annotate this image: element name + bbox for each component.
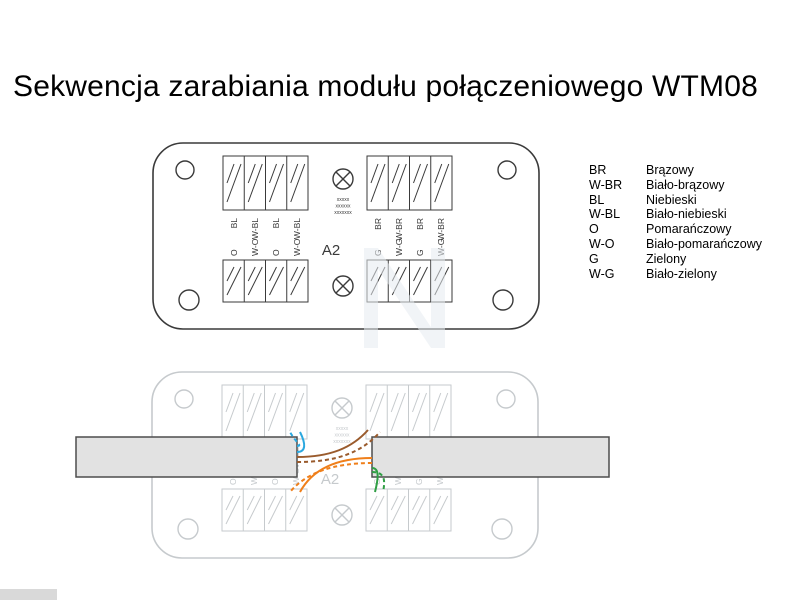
wire-pair-brown	[296, 429, 381, 463]
legend-item: W-O Biało-pomarańczowy	[589, 237, 762, 252]
legend-name: Biało-zielony	[646, 266, 717, 281]
wire-pair-orange	[289, 457, 373, 493]
legend-name: Zielony	[646, 251, 687, 266]
legend-item: W-G Biało-zielony	[589, 267, 762, 282]
wire-white-orange	[289, 462, 373, 493]
legend-name: Biało-pomarańczowy	[646, 236, 763, 251]
legend-item: W-BR Biało-brązowy	[589, 178, 762, 193]
legend-code: W-G	[589, 266, 615, 281]
legend-name: Pomarańczowy	[646, 222, 732, 237]
wire-green	[371, 467, 379, 493]
page-title: Sekwencja zarabiania modułu połączeniowe…	[13, 70, 758, 104]
legend-code: G	[589, 251, 599, 266]
legend-code: O	[589, 222, 599, 237]
legend-name: Biało-brązowy	[646, 177, 725, 192]
module-diagram-top	[153, 143, 539, 329]
bottom-left-strip	[0, 589, 57, 600]
wire-pair-blue	[289, 431, 306, 453]
wire-white-brown	[296, 431, 381, 463]
wire-white-blue	[289, 431, 301, 447]
legend-item: W-BL Biało-niebieski	[589, 207, 762, 222]
legend-item: BL Niebieski	[589, 193, 762, 208]
legend-item: BR Brązowy	[589, 163, 762, 178]
legend-code: W-BR	[589, 177, 623, 192]
wire-orange	[299, 457, 373, 493]
cable-left	[75, 436, 298, 478]
legend-name: Biało-niebieski	[646, 207, 727, 222]
watermark-logo	[364, 248, 445, 348]
wire-blue	[296, 431, 306, 453]
legend-item: G Zielony	[589, 252, 762, 267]
legend-name: Niebieski	[646, 192, 697, 207]
legend-name: Brązowy	[646, 163, 694, 177]
wire-pair-green	[371, 467, 386, 493]
legend-code: BR	[589, 163, 607, 177]
cable-right	[371, 436, 610, 478]
legend-code: W-O	[589, 236, 615, 251]
wire-brown	[296, 429, 369, 458]
legend-code: BL	[589, 192, 605, 207]
legend-code: W-BL	[589, 207, 621, 222]
legend-item: O Pomarańczowy	[589, 222, 762, 237]
wire-white-green	[371, 471, 386, 493]
